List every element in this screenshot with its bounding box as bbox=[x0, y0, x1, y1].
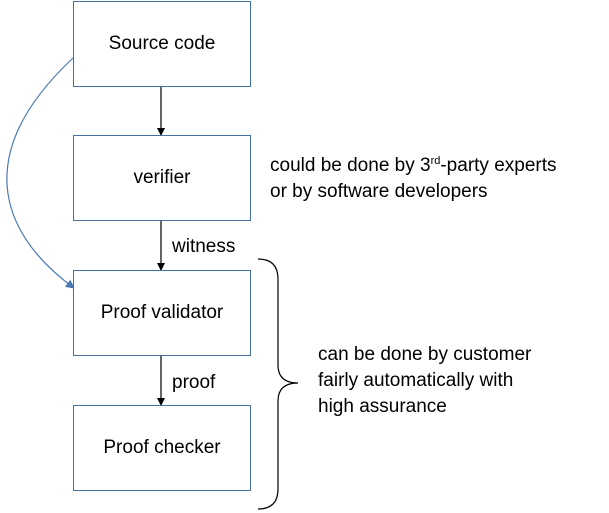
proof-checker-label: Proof checker bbox=[103, 437, 221, 458]
proof-validator-label: Proof validator bbox=[100, 302, 224, 323]
witness-edge-label: witness bbox=[172, 236, 236, 257]
proof-validator-box: Proof validator bbox=[73, 270, 251, 356]
customer-note-line1: can be done by customer bbox=[318, 344, 532, 365]
arrow-source-to-validator-curve bbox=[6, 57, 75, 289]
customer-note-line3: high assurance bbox=[318, 396, 447, 417]
customer-note-line2: fairly automatically with bbox=[318, 370, 514, 391]
curly-brace bbox=[257, 258, 299, 510]
source-code-box: Source code bbox=[73, 1, 251, 87]
proof-edge-label: proof bbox=[172, 372, 216, 393]
verifier-label: verifier bbox=[133, 167, 191, 188]
third-party-note-line2: or by software developers bbox=[270, 181, 488, 202]
customer-note: can be done by customer fairly automatic… bbox=[318, 342, 531, 420]
source-code-label: Source code bbox=[108, 33, 216, 54]
third-party-note: could be done by 3rd-party experts or by… bbox=[270, 148, 557, 205]
third-party-note-line1: could be done by 3rd-party experts bbox=[270, 155, 557, 176]
verifier-box: verifier bbox=[73, 135, 251, 221]
proof-checker-box: Proof checker bbox=[73, 405, 251, 491]
